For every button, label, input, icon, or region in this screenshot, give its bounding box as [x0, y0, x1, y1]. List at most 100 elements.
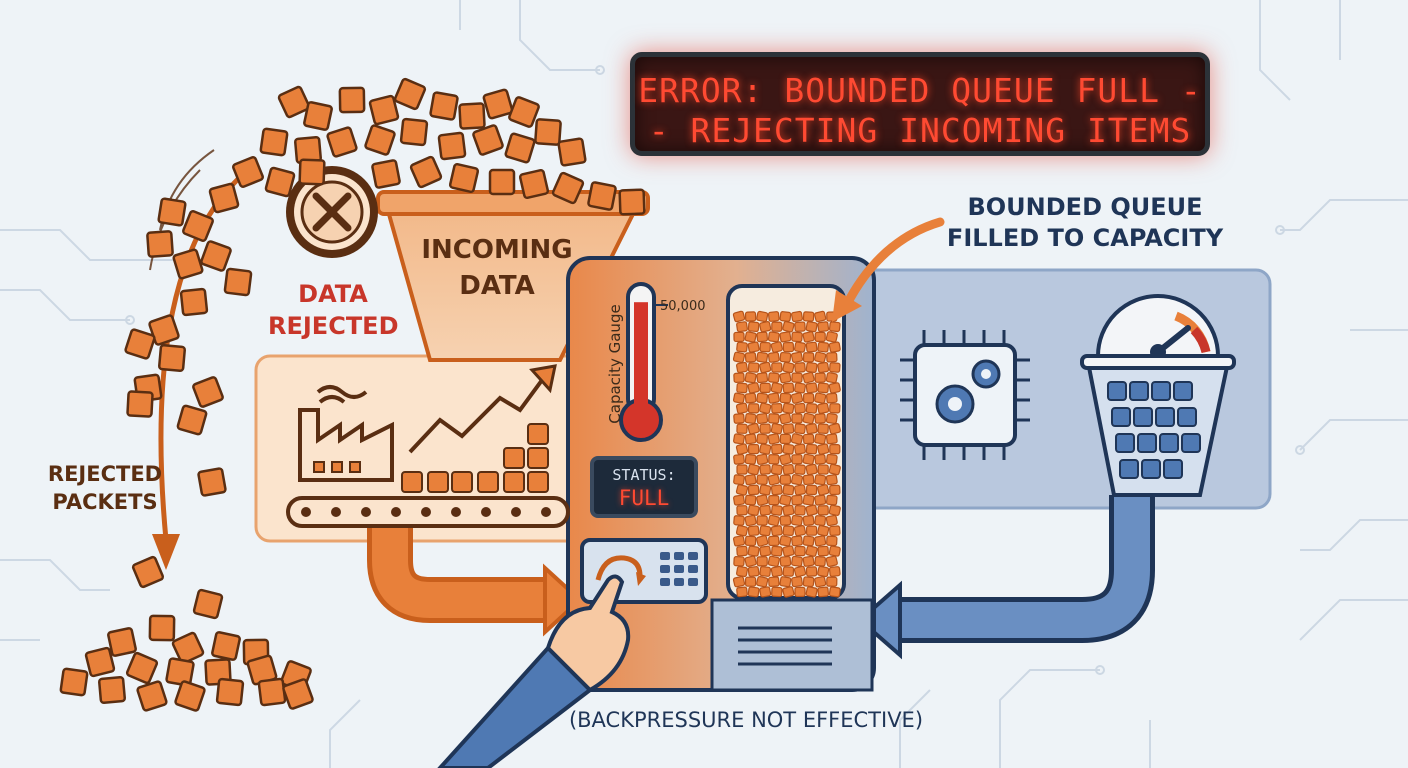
- queue-item: [791, 413, 803, 424]
- queue-item: [828, 463, 841, 476]
- queue-item: [794, 443, 806, 455]
- queue-item: [802, 412, 815, 425]
- queue-item: [805, 545, 818, 557]
- queue-item: [747, 525, 760, 537]
- queue-item: [793, 524, 807, 537]
- rejected-packet: [437, 131, 467, 161]
- queue-callout-arrow: [841, 217, 945, 311]
- queue-fill: [732, 310, 841, 598]
- rejected-packet: [277, 85, 311, 119]
- queue-item: [790, 474, 804, 486]
- rejected-packet: [176, 404, 208, 436]
- orange-feed-arrowhead: [543, 563, 583, 637]
- queue-item: [828, 566, 841, 577]
- queue-item: [759, 341, 771, 353]
- rejected-packet: [257, 677, 287, 707]
- rejected-packet: [488, 168, 516, 196]
- queue-item: [747, 504, 760, 516]
- queue-item: [744, 474, 757, 486]
- queue-item: [779, 412, 792, 425]
- rejected-packet: [326, 126, 358, 158]
- queue-item: [733, 474, 745, 486]
- queue-item: [747, 463, 760, 476]
- basket-cell: [1115, 433, 1135, 453]
- queue-item: [814, 535, 827, 547]
- queue-item: [747, 566, 760, 577]
- queue-item: [747, 382, 760, 394]
- queue-item: [768, 413, 780, 424]
- queue-item: [759, 382, 771, 393]
- rejected-packet: [264, 166, 296, 198]
- queue-item: [825, 412, 838, 425]
- queue-item: [791, 454, 803, 465]
- queue-item: [814, 555, 826, 567]
- queue-item: [802, 392, 815, 404]
- basket-cell: [1111, 407, 1131, 427]
- queue-item: [817, 545, 829, 557]
- basket-cell: [1163, 459, 1183, 479]
- queue-item: [791, 535, 803, 547]
- basket-cell: [1151, 381, 1171, 401]
- rejected-packet: [368, 94, 400, 126]
- queue-item: [759, 566, 772, 577]
- rejected-packet: [399, 117, 429, 147]
- queue-item: [817, 505, 829, 516]
- queue-item: [736, 586, 748, 598]
- queue-item: [790, 392, 804, 404]
- queue-item: [779, 351, 792, 363]
- rejected-packet: [107, 627, 137, 657]
- speedometer-icon: [1095, 294, 1221, 360]
- queue-item: [793, 341, 807, 353]
- queue-item: [793, 484, 807, 496]
- queue-item: [805, 504, 818, 517]
- rejected-packets: [59, 77, 646, 712]
- queue-item: [782, 423, 795, 435]
- queue-item: [733, 331, 745, 343]
- rejected-packet: [136, 680, 168, 712]
- queue-item: [768, 454, 780, 465]
- basket-cell: [1129, 381, 1149, 401]
- queue-item: [825, 474, 838, 486]
- queue-item: [805, 586, 818, 598]
- queue-item: [759, 504, 772, 516]
- queue-item: [759, 586, 772, 598]
- queue-item: [782, 341, 795, 353]
- queue-item: [759, 484, 772, 496]
- queue-item: [805, 402, 818, 414]
- reject-x-icon[interactable]: [286, 166, 378, 258]
- backpressure-note: (BACKPRESSURE NOT EFFECTIVE): [568, 708, 924, 732]
- queue-item: [828, 504, 841, 516]
- queue-item: [756, 453, 769, 465]
- queue-item: [770, 382, 783, 394]
- queue-item: [828, 422, 841, 435]
- queue-item: [779, 392, 792, 404]
- queue-item: [770, 443, 783, 455]
- rejected-packet: [125, 651, 159, 685]
- queue-item: [828, 341, 841, 353]
- conveyor-box: [527, 447, 549, 469]
- queue-item: [779, 535, 792, 547]
- queue-item: [814, 453, 827, 465]
- queue-item: [759, 545, 772, 557]
- queue-item: [805, 382, 818, 394]
- conveyor-box: [427, 471, 449, 493]
- rejected-packet: [371, 159, 401, 189]
- queue-item: [756, 392, 769, 404]
- queue-item: [756, 556, 768, 567]
- rejected-packet: [338, 86, 366, 114]
- queue-item: [733, 372, 745, 383]
- queue-item: [779, 555, 792, 567]
- queue-item: [794, 382, 806, 394]
- queue-item: [767, 331, 780, 343]
- queue-item: [814, 392, 827, 404]
- queue-item: [814, 372, 826, 383]
- queue-item: [825, 555, 838, 568]
- capacity-gauge-label: Capacity Gauge: [606, 304, 624, 424]
- queue-item: [733, 433, 745, 445]
- conveyor-box: [527, 471, 549, 493]
- queue-item: [759, 402, 772, 415]
- queue-item: [790, 351, 804, 363]
- basket-cell: [1119, 459, 1139, 479]
- rejected-packet: [192, 588, 224, 620]
